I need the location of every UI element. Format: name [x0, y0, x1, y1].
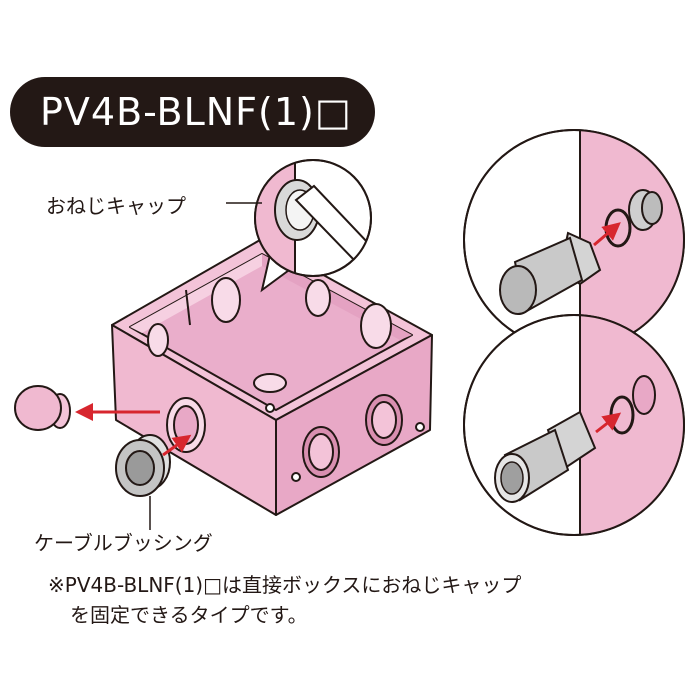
note-line-1: ※PV4B-BLNF(1)□は直接ボックスにおねじキャップ	[48, 573, 522, 597]
removed-cap	[14, 385, 71, 431]
note-line-2: を固定できるタイプです。	[70, 603, 308, 627]
callout-bubble	[254, 159, 372, 293]
title-badge	[10, 77, 375, 147]
bushing-label: ケーブルブッシング	[34, 531, 213, 555]
detail-circle-lower	[463, 314, 685, 536]
bushing-arrow	[162, 434, 192, 457]
inner-knockouts	[147, 277, 392, 393]
cable-bushing	[115, 434, 171, 497]
cap-label: おねじキャップ	[46, 194, 186, 218]
product-title: PV4B-BLNF(1)□	[40, 90, 352, 134]
